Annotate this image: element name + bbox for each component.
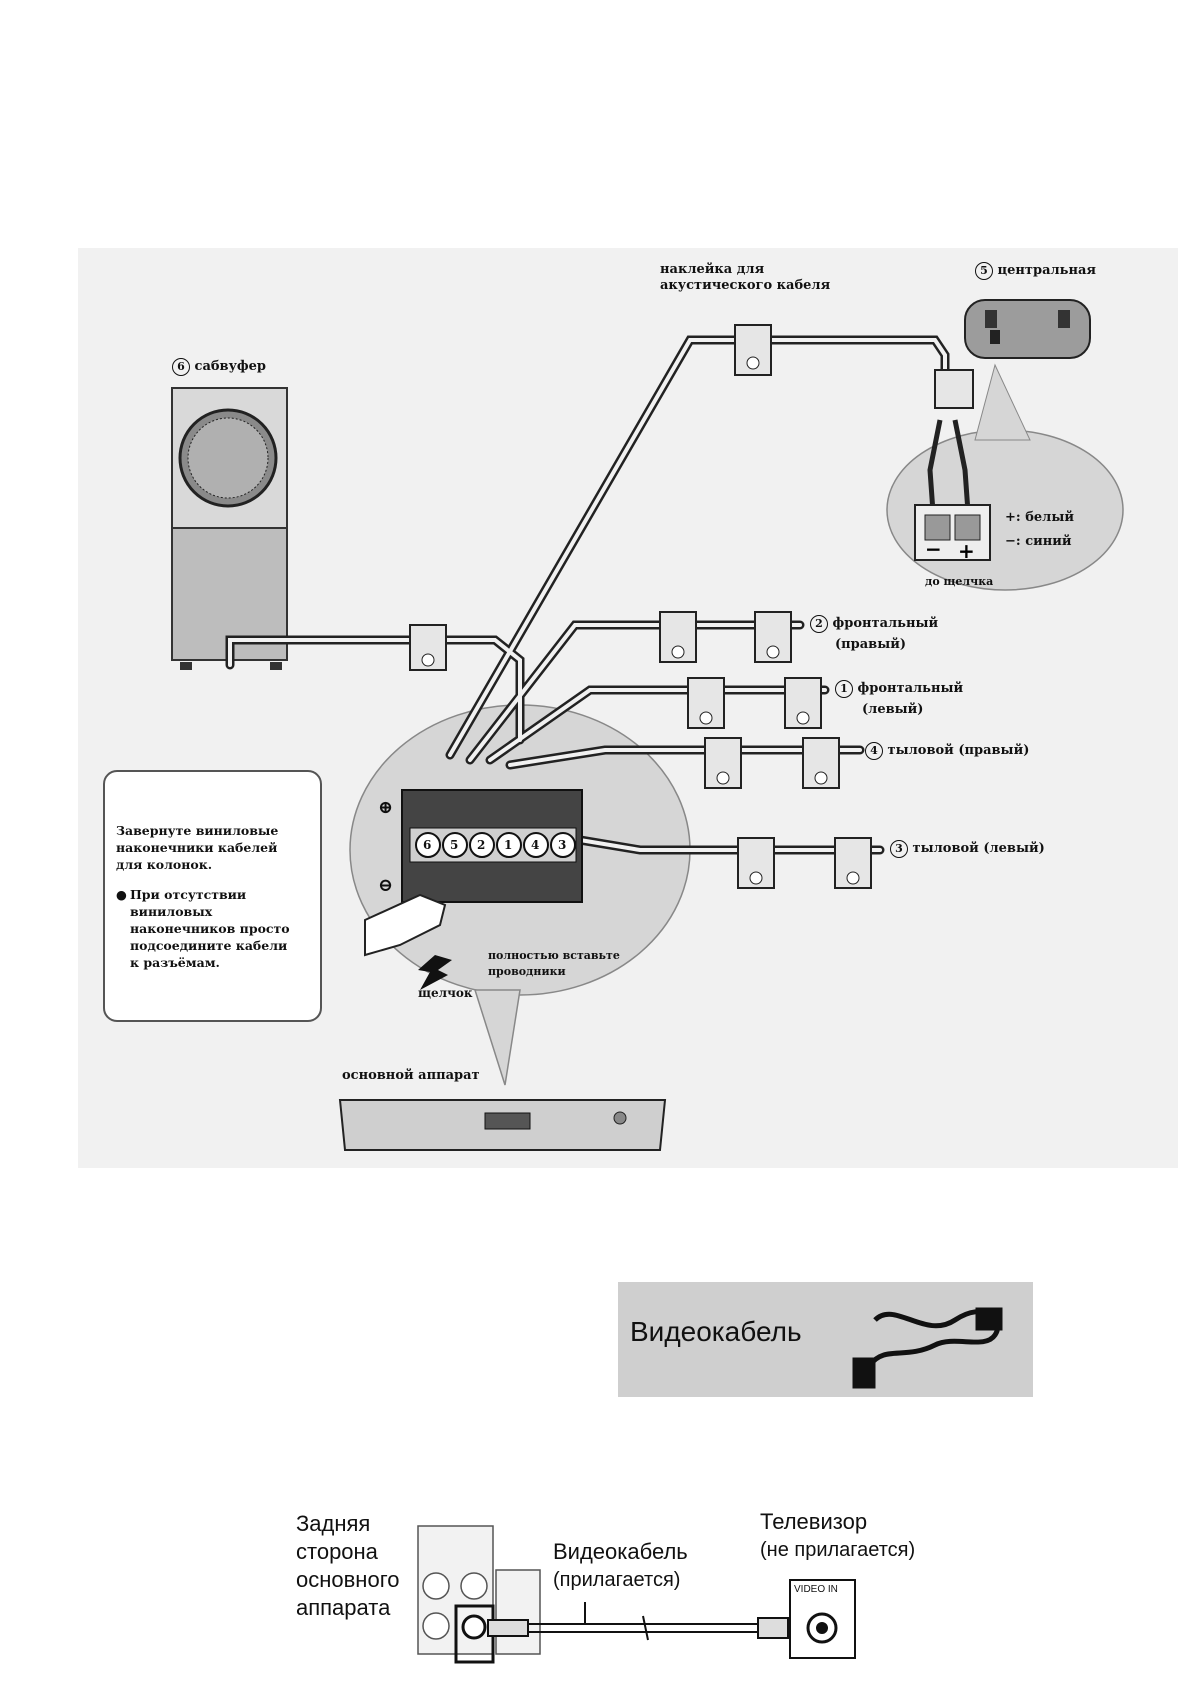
main-unit-icon — [338, 1099, 667, 1151]
svg-text:−: − — [925, 537, 942, 561]
note-line-2b: виниловых — [130, 904, 213, 919]
terminal-number-6: 6 — [423, 838, 432, 852]
terminal-callout-tail — [473, 989, 521, 1086]
rear-side-line-3: основного — [296, 1567, 400, 1592]
insert-wires-label-2: проводники — [488, 965, 566, 978]
front-left-label: 1 фронтальный — [835, 680, 963, 698]
video-cable-box-title: Видеокабель — [630, 1316, 802, 1347]
rear-right-label: 4 тыловой (правый) — [865, 742, 1029, 760]
polarity-blue-label: −: синий — [1005, 534, 1072, 549]
insert-wires-label-1: полностью вставьте — [488, 949, 620, 962]
sticker-label-2: акустического кабеля — [660, 278, 831, 293]
click-label: щелчок — [418, 986, 473, 1000]
note-line-1b: наконечники кабелей — [116, 840, 278, 855]
center-speaker-icon — [964, 299, 1091, 359]
note-line-2a: При отсутствии — [130, 887, 247, 902]
rear-side-line-4: аппарата — [296, 1595, 391, 1620]
note-line-2e: к разъёмам. — [130, 955, 220, 970]
note-line-1c: для колонок. — [116, 857, 213, 872]
hand-icon — [364, 893, 447, 957]
terminal-circles — [415, 832, 576, 858]
not-included-label: (не прилагается) — [760, 1539, 916, 1561]
rear-left-label: 3 тыловой (левый) — [890, 840, 1045, 858]
included-label: (прилагается) — [553, 1569, 681, 1591]
video-in-label: VIDEO IN — [794, 1584, 838, 1595]
video-cable-label: Видеокабель — [553, 1539, 688, 1564]
note-bullet: ● — [116, 887, 127, 902]
center-speaker-label: 5 центральная — [975, 262, 1096, 280]
rear-side-line-2: сторона — [296, 1539, 378, 1564]
main-unit-label: основной аппарат — [342, 1068, 480, 1083]
tv-label: Телевизор — [760, 1509, 868, 1534]
svg-text:+: + — [958, 539, 975, 563]
note-line-2c: наконечников просто — [130, 921, 290, 936]
note-line-2d: подсоедините кабели — [130, 938, 288, 953]
terminal-number-3: 3 — [558, 838, 567, 852]
front-right-sub: (правый) — [835, 637, 907, 652]
center-callout-tail — [974, 363, 1031, 441]
rear-side-line-1: Задняя — [296, 1511, 371, 1536]
subwoofer-icon — [171, 387, 288, 670]
terminal-number-1: 1 — [504, 838, 513, 852]
terminal-number-5: 5 — [450, 838, 459, 852]
cable-stickers — [409, 324, 974, 889]
terminal-number-2: 2 — [477, 838, 486, 852]
plus-sign: ⊕ — [378, 797, 394, 818]
note-line-1a: Завернуте виниловые — [116, 823, 279, 838]
click-arrow-icon — [418, 955, 452, 990]
front-left-sub: (левый) — [862, 702, 924, 717]
minus-sign: ⊖ — [378, 875, 394, 896]
sticker-label-1: наклейка для — [660, 262, 765, 277]
click-small-label: до щелчка — [925, 575, 994, 588]
center-terminal-icon: − + — [914, 504, 991, 563]
vinyl-tips-note — [103, 770, 322, 1022]
terminal-number-4: 4 — [531, 838, 540, 852]
front-right-label: 2 фронтальный — [810, 615, 938, 633]
subwoofer-label: 6 сабвуфер — [172, 358, 266, 376]
polarity-white-label: +: белый — [1005, 510, 1075, 525]
